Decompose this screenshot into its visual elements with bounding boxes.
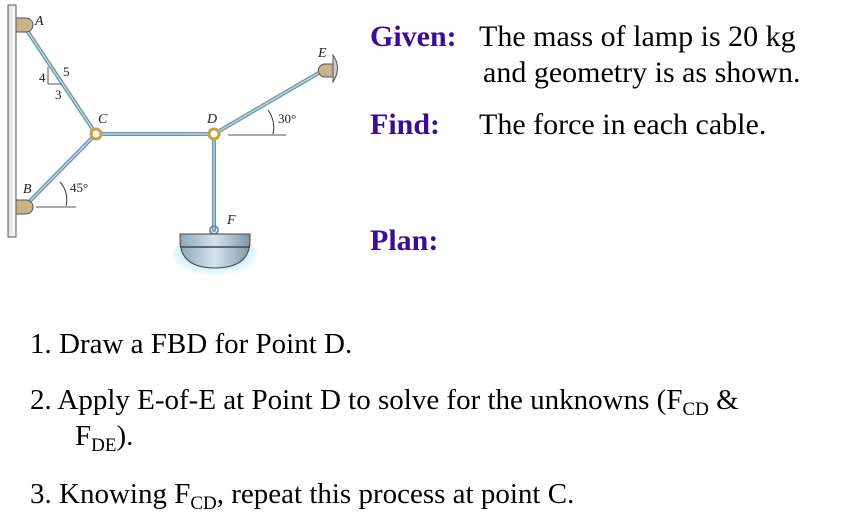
find-label: Find: xyxy=(370,108,441,141)
right-wall-E xyxy=(332,53,338,84)
bracket-A xyxy=(15,17,34,33)
lamp xyxy=(179,233,251,269)
label-B: B xyxy=(23,182,32,197)
plan-label: Plan: xyxy=(370,224,439,257)
given-label: Given: xyxy=(370,20,457,53)
given-line1: The mass of lamp is 20 kg xyxy=(479,20,796,53)
left-wall xyxy=(7,4,17,238)
slope-run: 3 xyxy=(55,87,62,102)
angle-E: 30° xyxy=(278,111,296,126)
given-line2: and geometry is as shown. xyxy=(483,56,801,89)
label-D: D xyxy=(206,112,217,127)
plan-step-3: 3. Knowing FCD, repeat this process at p… xyxy=(30,478,575,514)
bracket-B xyxy=(15,199,34,215)
slope-hyp: 5 xyxy=(63,64,70,79)
plan-step-2: 2. Apply E-of-E at Point D to solve for … xyxy=(30,384,739,420)
cable-system-diagram: A B C D E F 4 3 5 45° 30° xyxy=(7,4,338,277)
label-C: C xyxy=(98,112,108,127)
find-text: The force in each cable. xyxy=(479,108,767,141)
plan-step-2-cont: FDE). xyxy=(75,420,134,456)
plan-step-1: 1. Draw a FBD for Point D. xyxy=(30,328,353,360)
label-F: F xyxy=(226,213,236,228)
slope-rise: 4 xyxy=(39,70,46,85)
ring-C xyxy=(89,127,103,141)
ring-D xyxy=(207,127,221,141)
label-A: A xyxy=(34,14,44,29)
bracket-E xyxy=(318,63,334,78)
angle-B: 45° xyxy=(70,180,88,195)
label-E: E xyxy=(317,46,327,61)
